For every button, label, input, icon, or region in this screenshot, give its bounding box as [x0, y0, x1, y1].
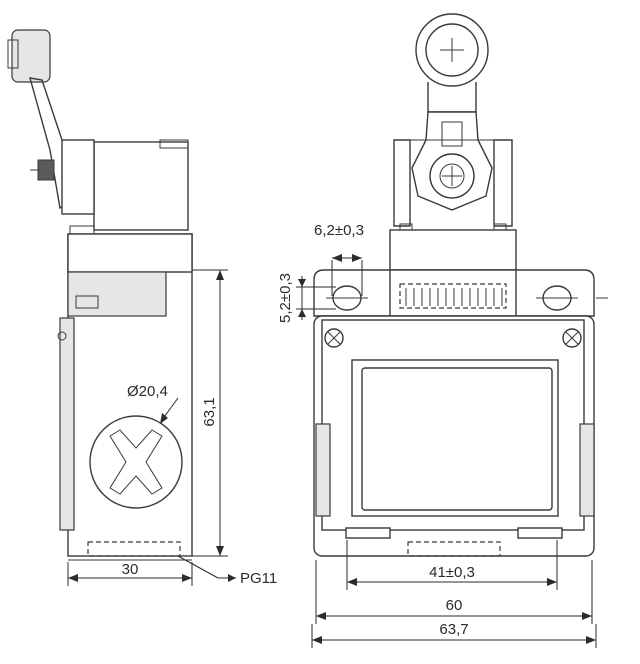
side-cap: [89, 415, 183, 509]
front-view: 6,2±0,3 5,2±0,3 41±0,3 60: [277, 13, 608, 648]
width-outer-label: 63,7: [439, 621, 468, 638]
width-inner-label: 60: [446, 597, 463, 614]
dim-cable-entry: PG11: [177, 555, 277, 587]
front-flange: [313, 269, 608, 317]
front-arm: [411, 111, 493, 211]
hole-width-label: 6,2±0,3: [314, 222, 364, 239]
side-view: 63,1 Ø20,4 30 PG11: [7, 29, 277, 587]
diameter-label: Ø20,4: [127, 383, 168, 400]
mount-hole-right: [536, 285, 608, 311]
mount-hole-left: [326, 285, 368, 311]
dim-left-height: 63,1: [192, 269, 228, 557]
front-head: [389, 139, 517, 271]
dim-left-width: 30: [67, 561, 193, 586]
dim-width-inner: 60: [315, 560, 593, 624]
mount-spacing-label: 41±0,3: [429, 564, 475, 581]
dim-diameter: Ø20,4: [127, 383, 179, 424]
screw-left: [324, 328, 344, 348]
front-roller: [415, 13, 489, 113]
dim-mount-spacing: 41±0,3: [346, 540, 558, 590]
side-cable-entry: [87, 541, 181, 557]
front-body: [313, 315, 595, 557]
hole-height-label: 5,2±0,3: [277, 273, 294, 323]
screw-right: [562, 328, 582, 348]
dim-hole-height: 5,2±0,3: [277, 273, 336, 323]
cable-entry-label: PG11: [240, 570, 277, 587]
dim-width-outer: 63,7: [311, 621, 597, 648]
flange-grille: [405, 288, 503, 306]
left-height-label: 63,1: [201, 397, 218, 426]
side-head: [61, 139, 189, 235]
side-body: [57, 233, 193, 561]
dim-hole-width: 6,2±0,3: [314, 222, 364, 296]
left-width-label: 30: [122, 561, 139, 578]
side-roller-arm: [7, 29, 73, 210]
